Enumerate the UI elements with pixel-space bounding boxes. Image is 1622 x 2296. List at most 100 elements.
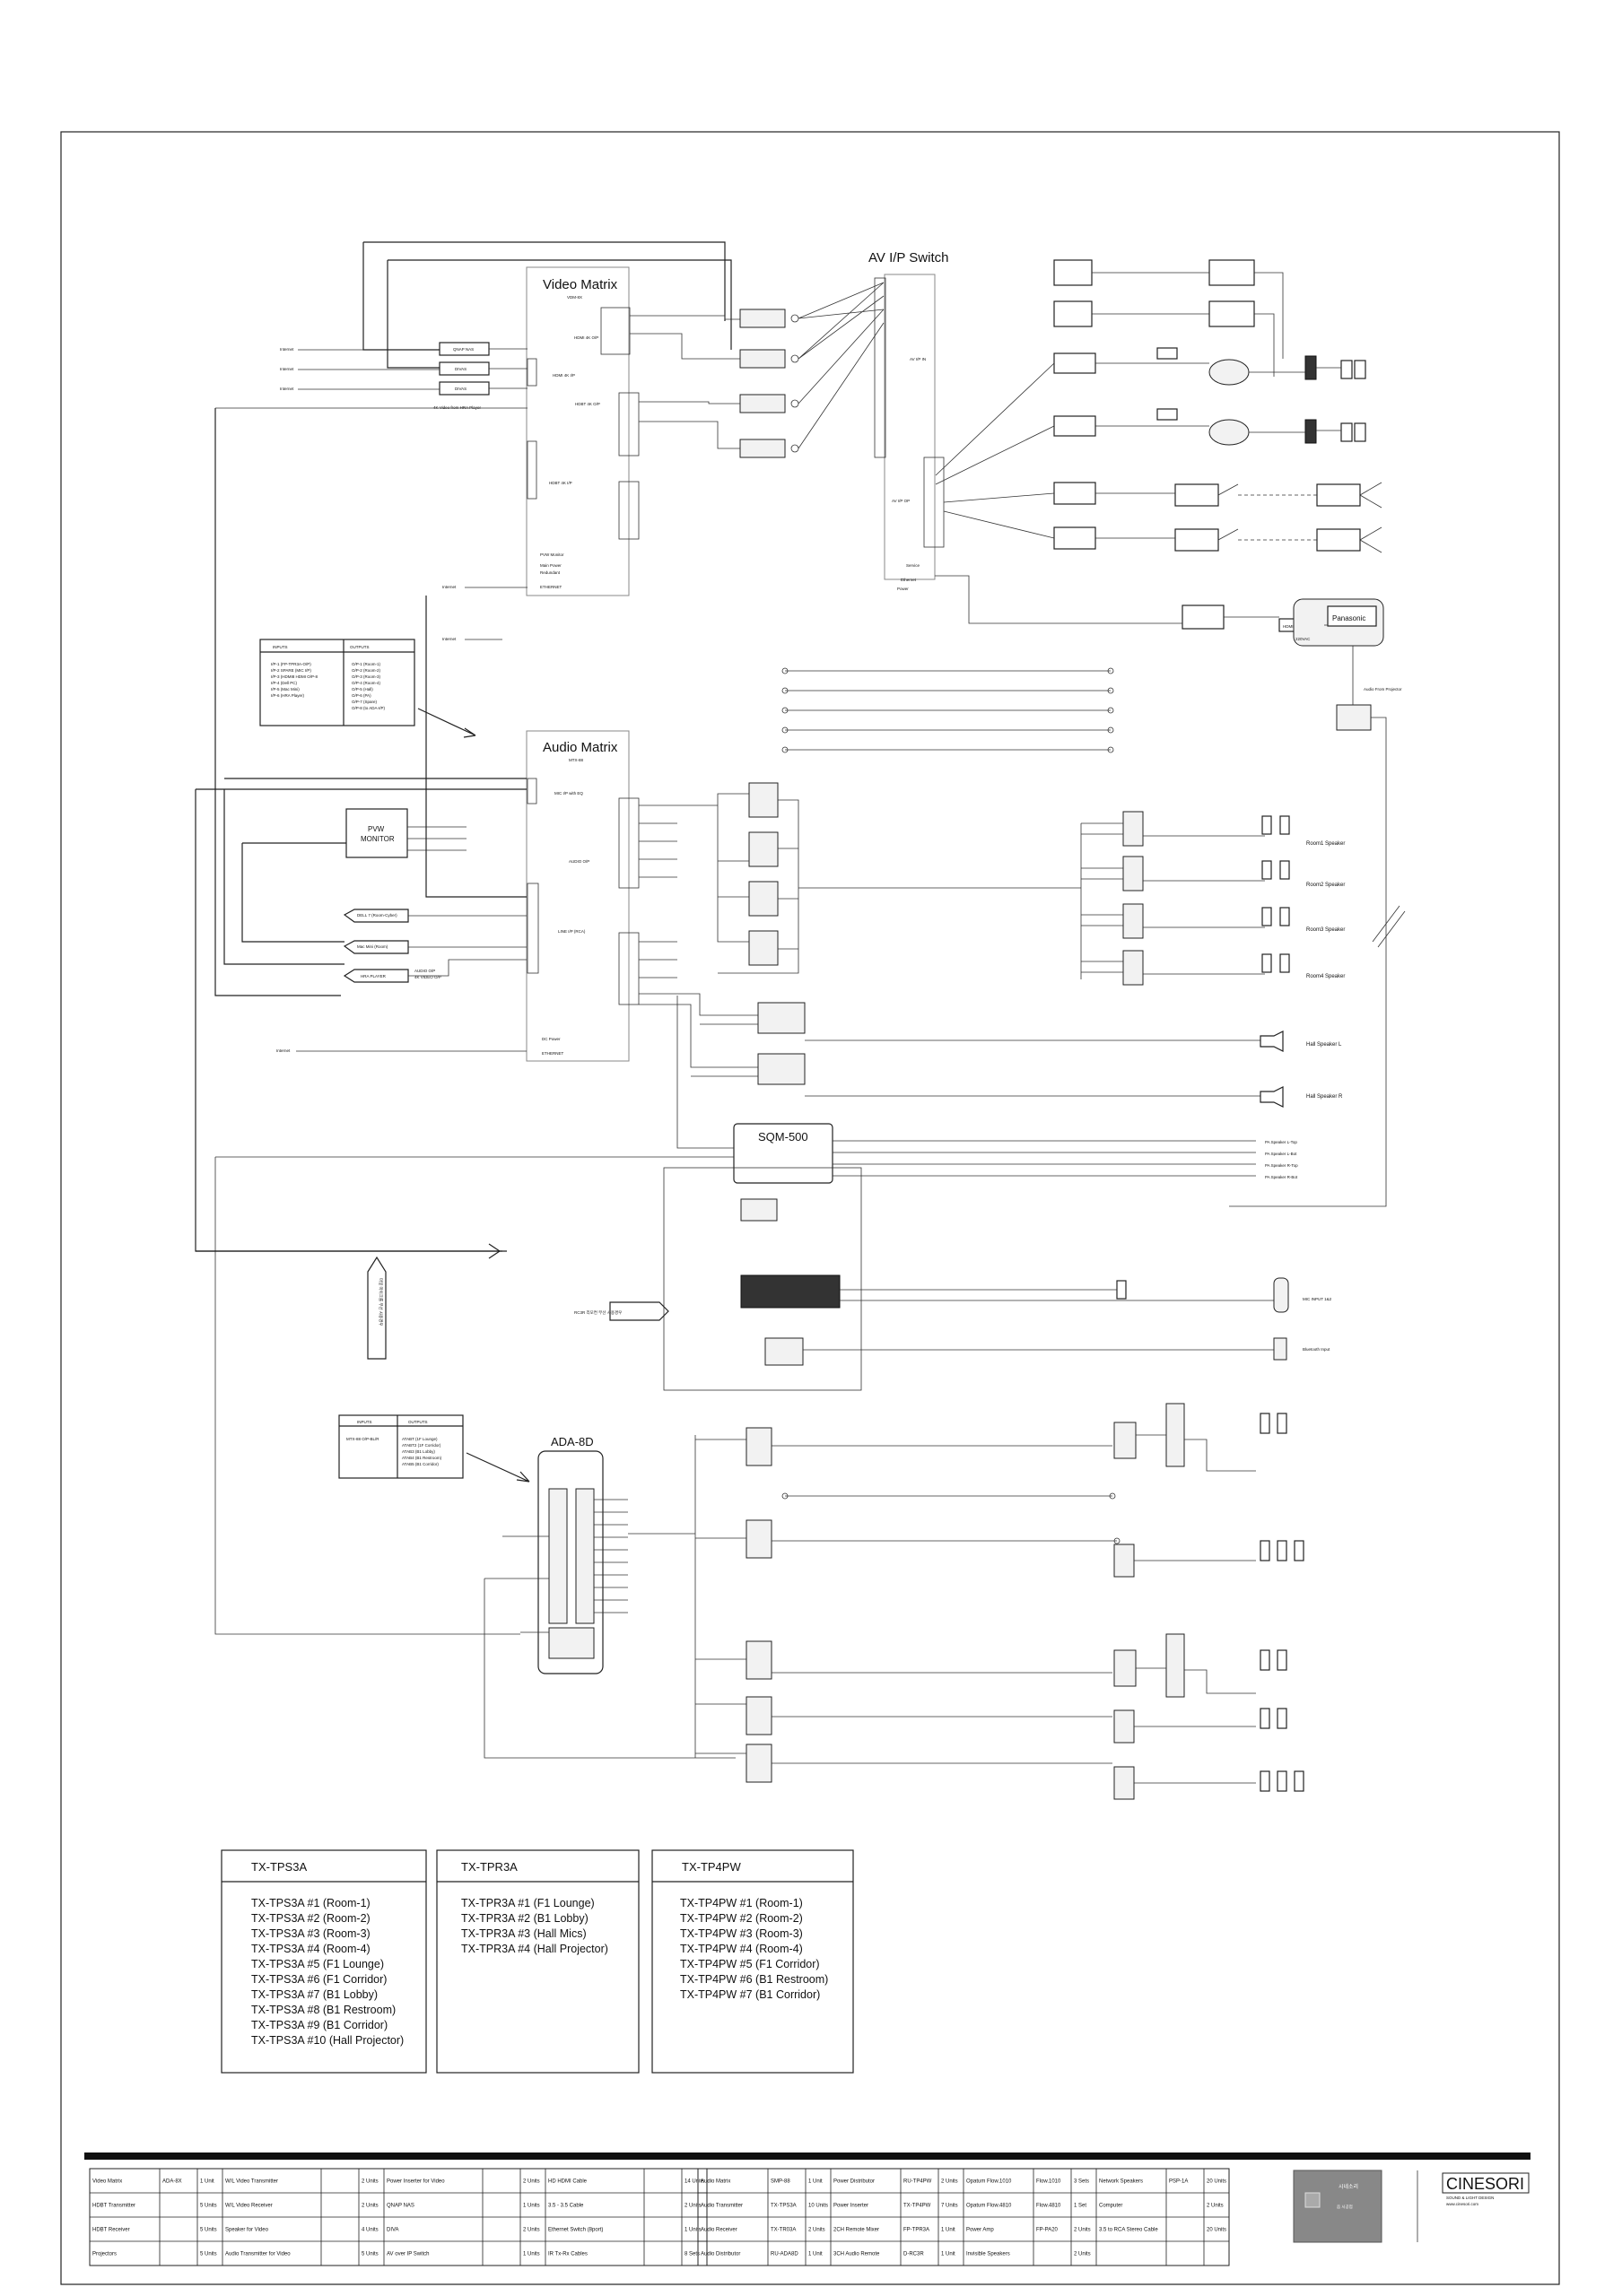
sl-dot-6 bbox=[1107, 707, 1114, 714]
video-io-input-5: I/P-5 (Mac Mini) bbox=[271, 687, 300, 691]
lspk-5b bbox=[1277, 1770, 1287, 1792]
rc-note-label: RC3R 리모컨 무선 사용경우 bbox=[574, 1309, 622, 1316]
projector-brand: Panasonic bbox=[1332, 614, 1365, 622]
video-io-table: INPUTS OUTPUTS I/P-1 (FP-TPR3A-O/P) I/P-… bbox=[259, 639, 476, 738]
projector-a bbox=[1208, 359, 1250, 386]
tx-lower-3 bbox=[746, 1640, 772, 1680]
rx-lower-2 bbox=[1113, 1649, 1137, 1687]
tx-list-1-item-8: TX-TPS3A #8 (B1 Restroom) bbox=[251, 2004, 396, 2016]
dc-power-label: DC Power bbox=[542, 1037, 561, 1041]
projector-b bbox=[1208, 419, 1250, 446]
bom-cell: PSP-1A bbox=[1169, 2179, 1188, 2185]
sl-dot-5 bbox=[781, 707, 789, 714]
hdbt-tx-1 bbox=[739, 309, 786, 328]
pa-speaker-r-top: PA Speaker R-Top bbox=[1265, 1163, 1298, 1168]
bom-cell: DIVA bbox=[387, 2228, 399, 2233]
hall-amp-2 bbox=[757, 1053, 806, 1085]
bom-cell: ADA-8X bbox=[162, 2179, 182, 2185]
io-arrow-1 bbox=[417, 708, 476, 738]
hdbt-in-label: HDBT 4K I/P bbox=[549, 481, 572, 485]
connector-2 bbox=[790, 354, 799, 363]
bom-cell: D-RC3R bbox=[903, 2252, 924, 2257]
small-box-2 bbox=[1156, 408, 1178, 421]
sheet-border bbox=[60, 131, 1560, 2285]
room2-spk-r bbox=[1279, 860, 1290, 880]
bom-cell: TX-TPS3A bbox=[771, 2204, 797, 2209]
audio-internet-label: Internet bbox=[276, 1048, 291, 1053]
sqm-500: SQM-500 PA Speaker L-Top PA Speaker L-Bo… bbox=[196, 996, 1332, 1556]
room1-speaker-label: Room1 Speaker bbox=[1306, 841, 1345, 847]
divas-label-1: DIVAS bbox=[455, 367, 467, 371]
projector-wires bbox=[935, 575, 1328, 626]
source-wires-2 bbox=[408, 915, 527, 977]
bom-cell: 1 Units bbox=[685, 2228, 702, 2233]
bom-cell: Power Distributor bbox=[833, 2179, 875, 2185]
hra-source-label-box: HRA PLAYER bbox=[361, 974, 387, 978]
bom-cell: Flow.1010 bbox=[1036, 2179, 1061, 2185]
bom-cell: 2 Units bbox=[523, 2228, 540, 2233]
hdmi-in-label: HDMI 4K I/P bbox=[553, 373, 575, 378]
audio-matrix-model: MTX-88 bbox=[569, 758, 584, 762]
bom-cell: 8 Sets bbox=[685, 2252, 700, 2257]
dashed-links bbox=[1238, 494, 1317, 541]
room3-spk-r bbox=[1279, 907, 1290, 926]
audio-matrix: Audio Matrix MTX-88 MIC I/P with EQ AUDI… bbox=[276, 730, 677, 1062]
source-wires bbox=[215, 348, 528, 409]
tp4pw-3 bbox=[1122, 903, 1144, 939]
sl-dot-3 bbox=[781, 687, 789, 694]
internet-label-1: Internet bbox=[280, 347, 294, 352]
sl-dot-8 bbox=[1107, 726, 1114, 734]
hdmi-out-label: HDMI 4K O/P bbox=[574, 335, 598, 340]
designer-ko: 음 시공업 bbox=[1337, 2204, 1353, 2209]
bom-cell: FP-TPR3A bbox=[903, 2228, 929, 2233]
bom-cell: RU-ADA8D bbox=[771, 2252, 798, 2257]
transmitter-lists: TX-TPS3A TX-TPS3A #1 (Room-1) TX-TPS3A #… bbox=[221, 1849, 854, 2074]
video-io-input-1: I/P-1 (FP-TPR3A-O/P) bbox=[271, 662, 311, 666]
logo-sub-2: www.cinesori.com bbox=[1446, 2202, 1478, 2206]
mixer-device bbox=[740, 1274, 841, 1309]
bom-cell: HD HDMI Cable bbox=[548, 2179, 588, 2185]
bom-cell: Audio Distributor bbox=[701, 2252, 740, 2257]
mac-source-label: Mac Mini (Room) bbox=[357, 944, 388, 949]
bom-cell: TX-TP4PW bbox=[903, 2204, 931, 2209]
lspk-2b bbox=[1277, 1540, 1287, 1561]
pvw-monitor-label: PVW Monitor bbox=[540, 552, 564, 557]
redundant-label: Redundant bbox=[540, 570, 561, 575]
rx-box-2 bbox=[1053, 300, 1093, 327]
rx-mic bbox=[1116, 1280, 1127, 1300]
mixer-wires bbox=[840, 1289, 1278, 1301]
vertical-note-label: 마일 마이크를 무선 사용경우 bbox=[378, 1278, 384, 1326]
return-arrow bbox=[488, 1243, 501, 1259]
bom-cell: 5 Units bbox=[362, 2252, 379, 2257]
ada-8d-title: ADA-8D bbox=[551, 1435, 594, 1448]
video-io-output-8: O/P-8 (to ADA-I/P) bbox=[352, 706, 386, 710]
bom-cell: 1 Unit bbox=[808, 2252, 823, 2257]
spk-a2 bbox=[1354, 360, 1366, 379]
tx-list-3-item-5: TX-TP4PW #5 (F1 Corridor) bbox=[680, 1958, 820, 1970]
pa-speaker-l-bot: PA Speaker L-Bot bbox=[1265, 1152, 1297, 1156]
tp4pw-2 bbox=[1122, 856, 1144, 891]
rx-lower-4 bbox=[1113, 1709, 1135, 1744]
bom-cell: 2 Units bbox=[685, 2204, 702, 2209]
ada-io-inputs-title: INPUTS bbox=[357, 1420, 372, 1424]
mic-in-label: MIC I/P with EQ bbox=[554, 791, 583, 796]
bom-cell: Audio Transmitter for Video bbox=[225, 2252, 291, 2257]
amp-lower-2 bbox=[1165, 1633, 1185, 1698]
tx-list-2-item-3: TX-TPR3A #3 (Hall Mics) bbox=[461, 1927, 587, 1940]
ada-8d-right-terminals bbox=[575, 1488, 595, 1624]
audio-op-src-label: AUDIO O/P bbox=[414, 969, 435, 973]
bom-cell: 1 Unit bbox=[200, 2179, 214, 2185]
bom-cell: 2 Units bbox=[523, 2179, 540, 2185]
tx-list-3-item-2: TX-TP4PW #2 (Room-2) bbox=[680, 1912, 803, 1925]
bom-cell: 5 Units bbox=[200, 2228, 217, 2233]
video-matrix-title: Video Matrix bbox=[543, 277, 618, 292]
ada-io-outputs-title: OUTPUTS bbox=[408, 1420, 428, 1424]
hall-amp-1 bbox=[757, 1002, 806, 1034]
spk-a1 bbox=[1340, 360, 1353, 379]
divas-label-2: DIVAS bbox=[455, 387, 467, 391]
bluetooth-device bbox=[1273, 1337, 1287, 1361]
av-switch-in-label: AV I/P IN bbox=[910, 357, 926, 361]
long-loop-wires bbox=[214, 408, 527, 996]
